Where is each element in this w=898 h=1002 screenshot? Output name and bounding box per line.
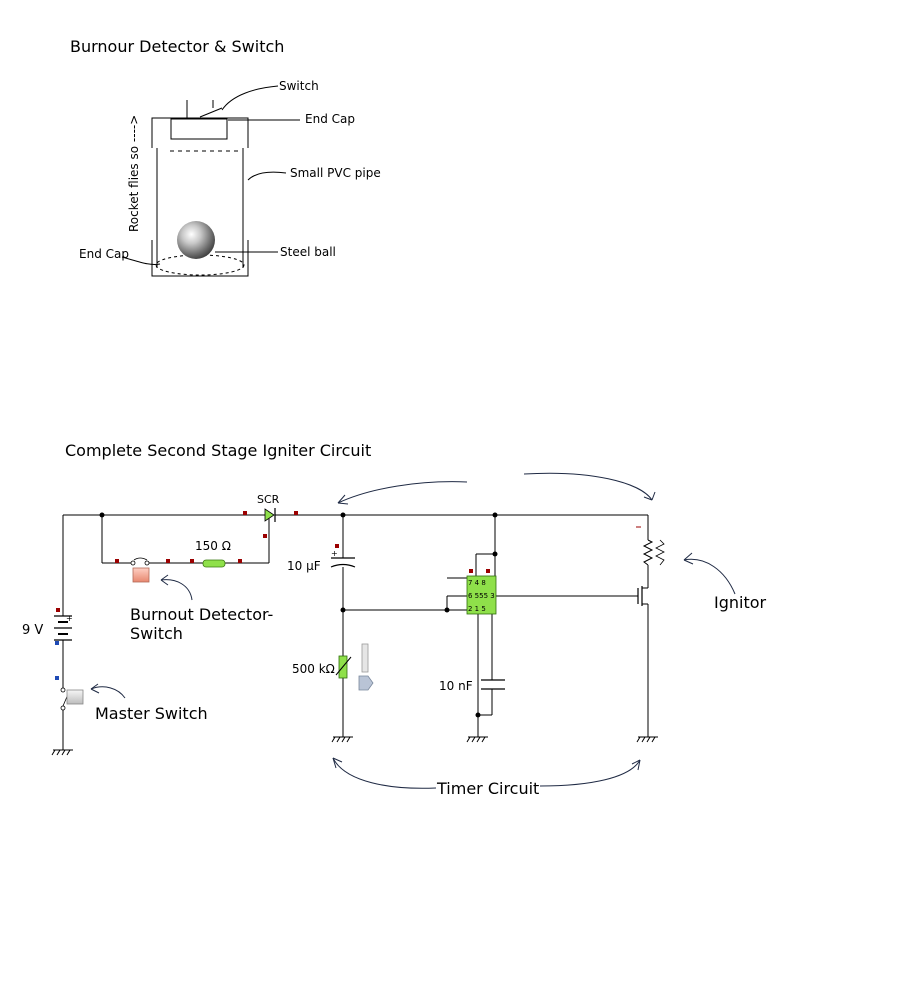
annotation-arrows: [90, 472, 736, 789]
capacitor-10nf: [481, 679, 505, 690]
label-timer-circuit: Timer Circuit: [436, 779, 539, 798]
label-cap-10uf: 10 µF: [287, 559, 321, 573]
ic-pins-mid: 6 555 3: [468, 592, 495, 600]
arrow-burnout-icon: [160, 579, 193, 601]
label-scr: SCR: [257, 493, 280, 506]
label-burnout-line2: Switch: [130, 624, 183, 643]
scr-component: [264, 508, 276, 522]
burnout-switch: [130, 557, 150, 583]
junction-dots: [99, 512, 498, 718]
label-end-cap-top: End Cap: [305, 112, 355, 126]
capacitor-10uf: +: [330, 549, 356, 568]
potentiometer-500k: [335, 643, 374, 691]
label-battery: 9 V: [22, 623, 43, 638]
svg-text:+: +: [331, 549, 338, 558]
ic-pins-top: 7 4 8: [468, 579, 486, 587]
battery-9v: +: [54, 614, 73, 641]
steel-ball-icon: [177, 221, 215, 259]
arrow-top-left-icon: [337, 481, 468, 504]
master-switch-button-icon: [66, 689, 84, 705]
ic-555: 7 4 8 6 555 3 2 1 5: [466, 575, 497, 615]
pin-markers: [55, 511, 490, 680]
section1-title: Burnour Detector & Switch: [70, 37, 284, 56]
arrow-master-icon: [90, 686, 126, 699]
label-cap-10nf: 10 nF: [439, 679, 473, 693]
label-steel-ball: Steel ball: [280, 245, 336, 259]
svg-text:+: +: [66, 614, 73, 623]
ground-symbols: [51, 736, 658, 756]
resistor-150: [202, 559, 226, 568]
label-burnout-line1: Burnout Detector-: [130, 605, 273, 624]
arrow-timer-left-icon: [332, 757, 437, 789]
ignitor-component: [636, 526, 665, 566]
master-switch: [60, 687, 84, 711]
label-resistor: 150 Ω: [195, 539, 231, 553]
switch-body: [170, 118, 228, 140]
label-rocket-direction: Rocket flies so ---->: [127, 115, 141, 232]
arrow-ignitor-icon: [683, 558, 736, 595]
arrow-timer-right-icon: [539, 759, 641, 787]
label-pvc-pipe: Small PVC pipe: [290, 166, 381, 180]
pvc-pipe-sketch: [151, 100, 249, 277]
ic-pins-bot: 2 1 5: [468, 605, 486, 613]
section2-title: Complete Second Stage Igniter Circuit: [65, 441, 371, 460]
label-pot: 500 kΩ: [292, 662, 335, 676]
label-master-switch: Master Switch: [95, 704, 208, 723]
label-end-cap-bottom: End Cap: [79, 247, 129, 261]
label-ignitor: Ignitor: [714, 593, 767, 612]
burnout-switch-button-icon: [132, 567, 150, 583]
mosfet-component: [637, 586, 648, 606]
arrow-top-right-icon: [523, 472, 653, 501]
label-switch: Switch: [279, 79, 319, 93]
pot-slider-icon: [358, 675, 374, 691]
